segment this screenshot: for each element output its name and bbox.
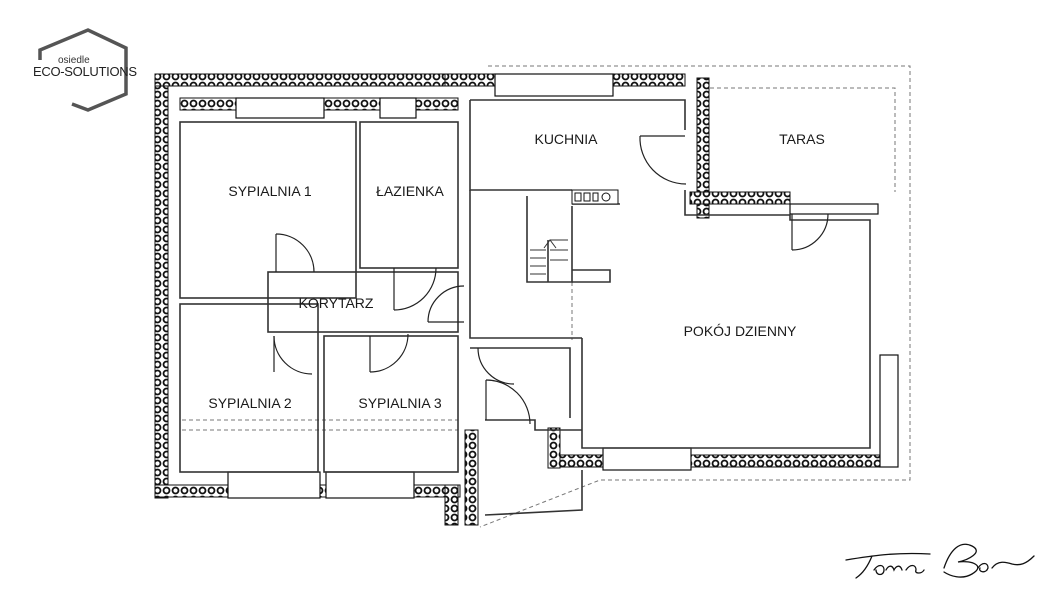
terrace-dashed-outline (710, 87, 896, 192)
interior-walls (179, 99, 871, 516)
signature-stroke-oma (873, 564, 925, 576)
wall-living-left-stub (547, 427, 561, 469)
room-labels: SYPIALNIA 1 ŁAZIENKA KUCHNIA TARAS KORYT… (208, 131, 824, 411)
wall-right-kitchen (696, 77, 710, 219)
room-outline-lazienka (359, 121, 459, 269)
room-label-kuchnia: KUCHNIA (534, 131, 598, 147)
signature (845, 543, 1035, 579)
entrance-vestibule (484, 470, 583, 516)
wall-entrance-right (464, 429, 479, 526)
room-outline-korytarz (267, 271, 459, 333)
signature-stroke-or (977, 555, 1035, 573)
kitchen-stove (571, 189, 619, 205)
window-kuchnia (494, 73, 614, 97)
doors (273, 135, 829, 425)
room-label-sypialnia2: SYPIALNIA 2 (208, 395, 291, 411)
signature-stroke-b (943, 543, 979, 578)
signature-stroke-t-stem (855, 555, 873, 579)
windows (227, 73, 899, 499)
logo-text-eco-solutions: ECO-SOLUTIONS (33, 64, 137, 79)
logo-house-outline (38, 28, 128, 112)
staircase-outline (526, 196, 573, 283)
window-sypialnia1 (235, 97, 325, 119)
door-arc-sypialnia1 (275, 233, 315, 273)
window-sypialnia2 (227, 471, 321, 499)
company-logo: osiedle ECO-SOLUTIONS (33, 28, 138, 112)
stove-burner (574, 192, 582, 202)
room-outline-kuchnia (470, 99, 686, 130)
room-label-pokoj-dzienny: POKÓJ DZIENNY (684, 323, 797, 339)
wall-terrace-bottom (689, 191, 791, 205)
room-outline-sypialnia2 (179, 303, 319, 473)
logo-text-osiedle: osiedle (58, 55, 90, 66)
entrance-lower (485, 419, 582, 431)
window-living-bottom (602, 447, 692, 471)
stove-burner (583, 192, 591, 202)
door-arc-sypialnia3 (369, 333, 409, 373)
stair-arrow (543, 239, 557, 249)
dashed-outlines (182, 65, 911, 528)
window-terrace-door (789, 203, 879, 215)
room-outline-sypialnia3 (323, 335, 459, 473)
signature-stroke-t (845, 552, 931, 561)
room-label-taras: TARAS (779, 131, 825, 147)
stove-knob (601, 192, 611, 202)
stairs (530, 239, 568, 275)
door-arc-hall (427, 285, 465, 323)
window-lazienka (379, 97, 417, 119)
stove-burner (592, 192, 599, 202)
room-label-sypialnia1: SYPIALNIA 1 (228, 183, 311, 199)
room-label-korytarz: KORYTARZ (299, 295, 374, 311)
hall-wall (469, 190, 582, 339)
door-arc-kuchnia (639, 135, 687, 185)
door-arc-entrance (485, 379, 531, 425)
wall-left (154, 73, 169, 499)
door-arc-stair-hall (477, 347, 515, 385)
window-living-right (879, 354, 899, 468)
footprint-outline (479, 65, 911, 528)
wall-entrance-left (444, 484, 459, 526)
room-label-lazienka: ŁAZIENKA (376, 183, 444, 199)
door-arc-terrace (791, 213, 829, 251)
stair-landing (572, 269, 611, 283)
room-label-sypialnia3: SYPIALNIA 3 (358, 395, 441, 411)
wall-top-left (154, 73, 446, 87)
door-arc-lazienka (393, 267, 437, 311)
window-sypialnia3 (325, 471, 415, 499)
entrance-hall (470, 347, 571, 418)
living-outline (581, 190, 871, 449)
door-arc-sypialnia2 (273, 335, 313, 375)
